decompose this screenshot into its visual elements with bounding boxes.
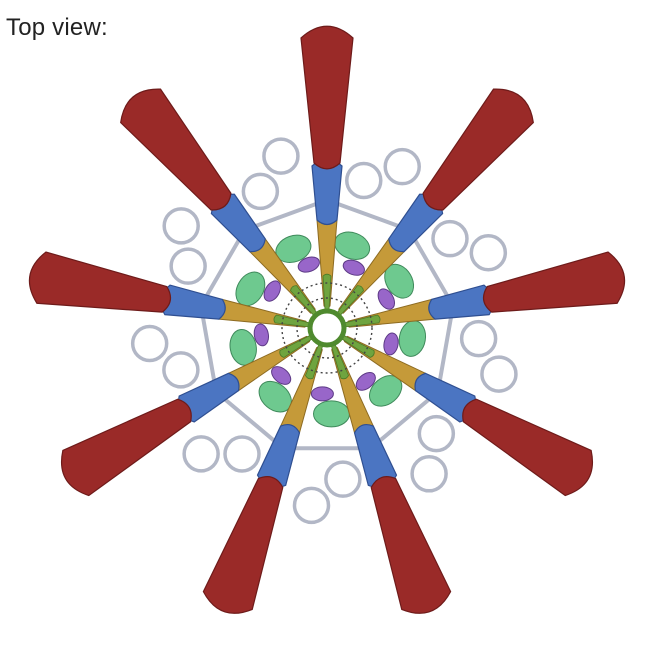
open-circle: [385, 150, 419, 184]
open-circle: [412, 457, 446, 491]
open-circle: [264, 139, 298, 173]
open-circle: [471, 236, 505, 270]
outer-spoke: [423, 89, 533, 210]
open-circle: [419, 417, 453, 451]
outer-spoke: [62, 399, 192, 495]
open-circle: [347, 164, 381, 198]
open-circle: [326, 462, 360, 496]
outer-spoke: [301, 26, 353, 169]
purple-lobe: [311, 387, 333, 401]
inner-spoke-tip: [305, 344, 322, 379]
outer-spoke: [203, 477, 282, 614]
inner-spoke-tip: [331, 344, 348, 379]
open-circle: [433, 222, 467, 256]
open-circle: [133, 327, 167, 361]
open-circle: [243, 174, 277, 208]
outer-spoke: [121, 89, 231, 210]
open-circle: [171, 249, 205, 283]
green-lobe: [314, 401, 350, 427]
purple-lobe: [382, 332, 400, 356]
outer-spoke: [29, 252, 170, 312]
open-circle: [164, 209, 198, 243]
green-lobe: [396, 318, 428, 358]
open-circle: [164, 353, 198, 387]
center-hub: [310, 311, 344, 345]
open-circle: [294, 488, 328, 522]
outer-spoke: [371, 477, 450, 614]
open-circle: [225, 437, 259, 471]
open-circle: [184, 437, 218, 471]
open-circle: [462, 322, 496, 356]
open-circle: [482, 357, 516, 391]
green-lobe: [331, 227, 374, 264]
outer-spoke: [463, 399, 593, 495]
